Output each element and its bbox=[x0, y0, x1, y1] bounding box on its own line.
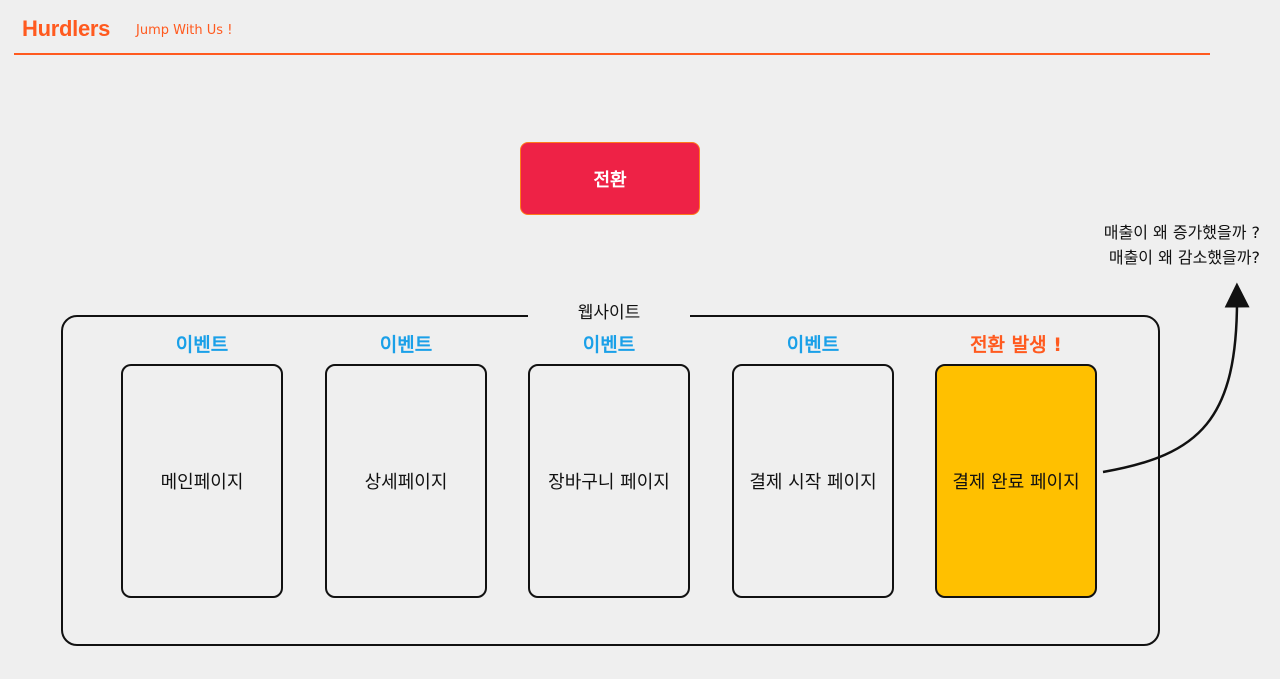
question-line-increase: 매출이 왜 증가했을까 ? bbox=[1103, 223, 1260, 242]
page-card-checkout-start: 결제 시작 페이지 bbox=[732, 364, 894, 598]
brand-tagline: Jump With Us ! bbox=[136, 23, 233, 38]
event-label-cart: 이벤트 bbox=[582, 334, 636, 356]
header: Hurdlers Jump With Us ! bbox=[0, 0, 1280, 60]
page-card-checkout-complete: 결제 완료 페이지 bbox=[935, 364, 1097, 598]
event-label-main: 이벤트 bbox=[175, 334, 229, 356]
conversion-box: 전환 bbox=[520, 142, 700, 215]
page-card-detail: 상세페이지 bbox=[325, 364, 487, 598]
header-divider bbox=[14, 53, 1210, 55]
website-label: 웹사이트 bbox=[528, 298, 690, 328]
event-label-checkout-start: 이벤트 bbox=[786, 334, 840, 356]
flow-arrow-line bbox=[1102, 282, 1250, 474]
question-line-decrease: 매출이 왜 감소했을까? bbox=[1108, 248, 1260, 267]
event-label-conversion: 전환 발생 ! bbox=[970, 334, 1062, 356]
event-label-detail: 이벤트 bbox=[379, 334, 433, 356]
page-card-main: 메인페이지 bbox=[121, 364, 283, 598]
revenue-question: 매출이 왜 증가했을까 ? 매출이 왜 감소했을까? bbox=[1104, 220, 1260, 270]
page-card-cart: 장바구니 페이지 bbox=[528, 364, 690, 598]
brand-logo[interactable]: Hurdlers bbox=[22, 16, 111, 41]
